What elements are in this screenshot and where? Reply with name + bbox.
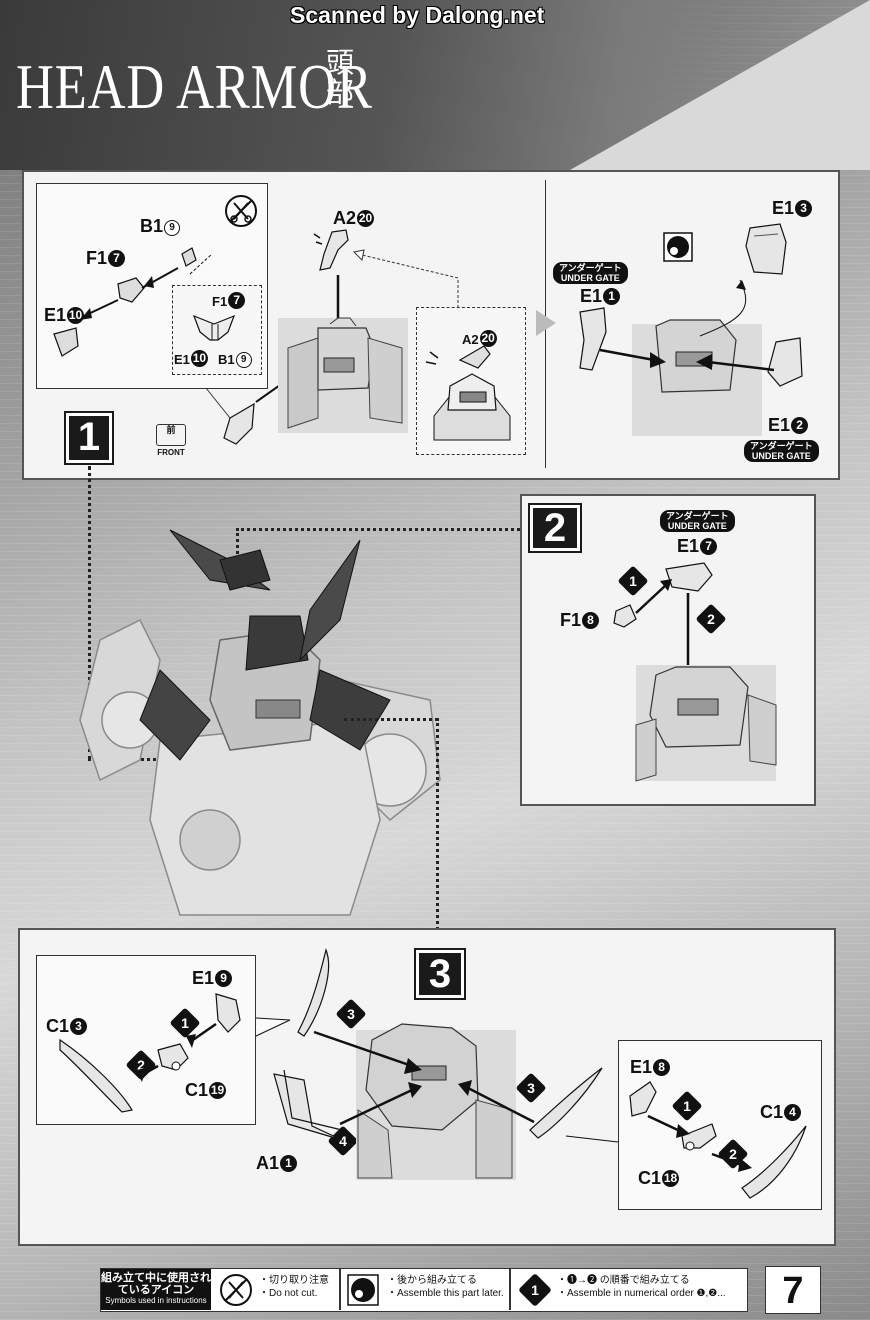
step3-number: 3 bbox=[414, 948, 466, 1000]
step1-next-arrow bbox=[536, 310, 556, 336]
step2-assembly bbox=[613, 562, 777, 782]
scan-watermark: Scanned by Dalong.net bbox=[290, 2, 545, 28]
legend-cut-jp: ・切り取り注意 bbox=[259, 1275, 329, 1286]
step1-subinset-part bbox=[192, 314, 236, 341]
front-indicator: 前 FRONT bbox=[150, 424, 192, 457]
header-diagonal bbox=[570, 0, 870, 170]
step1-dashed-link bbox=[352, 249, 459, 308]
assemble-later-icon bbox=[663, 232, 693, 262]
step1-inset-parts bbox=[53, 247, 213, 357]
legend-later-en: ・Assemble this part later. bbox=[387, 1288, 504, 1299]
step1-dotted-connector bbox=[88, 466, 91, 760]
legend-order-jp: ・❶→❷ の順番で組み立てる bbox=[557, 1275, 690, 1286]
symbols-legend: 組み立て中に使用されているアイコン Symbols used in instru… bbox=[100, 1268, 748, 1312]
legend-separator bbox=[509, 1269, 511, 1310]
robot-head-illustration bbox=[79, 529, 441, 916]
legend-cut: ・切り取り注意 ・Do not cut. bbox=[259, 1274, 329, 1315]
legend-header-en: Symbols used in instructions bbox=[105, 1296, 207, 1305]
step2-dotted-connector-h bbox=[236, 528, 526, 531]
legend-order-en: ・Assemble in numerical order ❶,❷... bbox=[557, 1288, 726, 1299]
step1-e1-3-part bbox=[745, 223, 787, 275]
page-number: 7 bbox=[765, 1266, 821, 1314]
step3-main-assembly bbox=[273, 948, 603, 1180]
legend-order-icon: 1 bbox=[518, 1273, 552, 1307]
page-title: HEAD ARMOR bbox=[16, 51, 373, 122]
legend-header: 組み立て中に使用されているアイコン Symbols used in instru… bbox=[101, 1269, 211, 1310]
step3-dotted-connector-v bbox=[436, 718, 439, 930]
front-arrow-icon: 前 bbox=[156, 424, 186, 446]
step3-right-parts bbox=[565, 1081, 807, 1199]
legend-do-not-cut-icon bbox=[220, 1274, 252, 1306]
step1-number: 1 bbox=[64, 411, 114, 465]
do-not-cut-icon bbox=[225, 195, 257, 227]
step3-dotted-connector-h bbox=[344, 718, 438, 721]
step1-callout-pointer bbox=[205, 377, 291, 445]
step2-dotted-connector-v bbox=[236, 528, 239, 554]
legend-header-jp: 組み立て中に使用されているアイコン bbox=[101, 1272, 211, 1296]
step1-right-assembly bbox=[579, 279, 803, 436]
legend-separator bbox=[339, 1269, 341, 1310]
legend-assemble-later-icon bbox=[347, 1274, 379, 1306]
step2-number: 2 bbox=[528, 503, 582, 553]
legend-later-jp: ・後から組み立てる bbox=[387, 1275, 477, 1286]
front-label: FRONT bbox=[157, 448, 185, 457]
step3-left-parts bbox=[59, 993, 291, 1113]
legend-cut-en: ・Do not cut. bbox=[259, 1288, 318, 1299]
step1-robot-torso bbox=[278, 317, 408, 433]
step1-a2-part bbox=[313, 229, 349, 271]
legend-order: ・❶→❷ の順番で組み立てる ・Assemble in numerical or… bbox=[557, 1274, 726, 1315]
page-title-jp: 頭部 bbox=[326, 46, 355, 109]
step3-right-inset bbox=[618, 1040, 822, 1210]
step1-a2-detail-drawing bbox=[425, 345, 511, 441]
legend-later: ・後から組み立てる ・Assemble this part later. bbox=[387, 1274, 504, 1315]
